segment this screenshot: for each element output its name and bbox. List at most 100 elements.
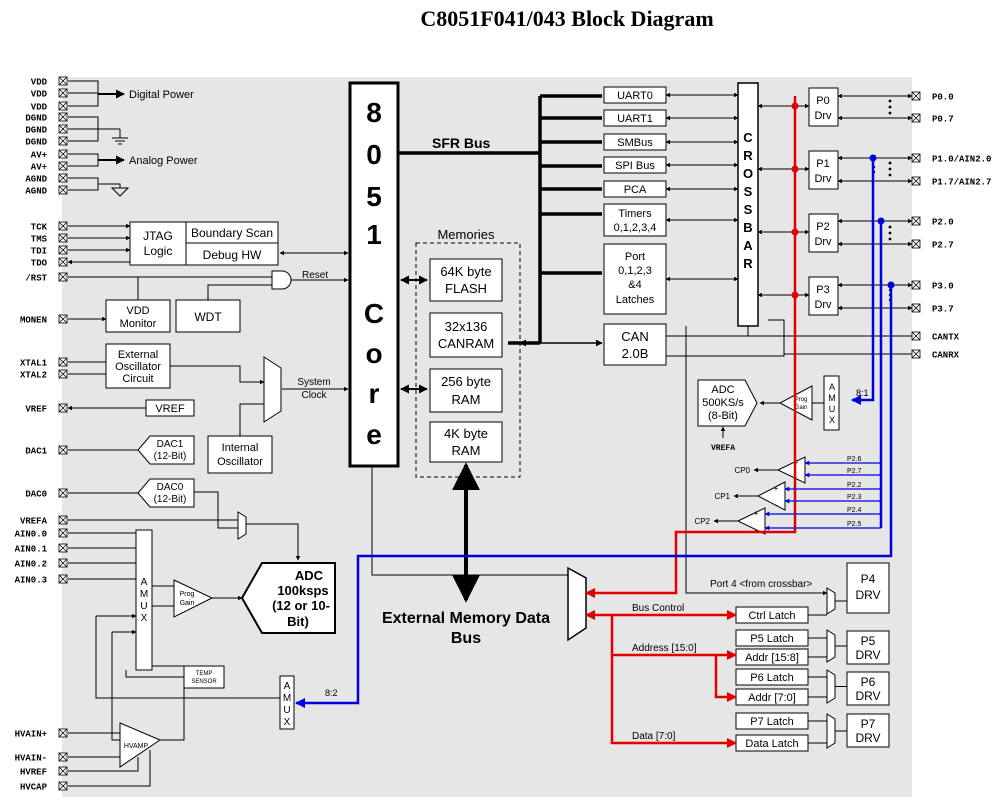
pin-label-dac1: DAC1 bbox=[25, 447, 47, 457]
pin-pad-cross bbox=[58, 149, 68, 159]
pin-label-hvref: HVREF bbox=[20, 768, 47, 778]
pin-label-tdo: TDO bbox=[31, 259, 48, 269]
boundary-scan-label: Boundary Scan bbox=[191, 226, 273, 240]
right-pin-column: P0.0P0.7P1.0/AIN2.0P1.7/AIN2.7P2.0P2.7P3… bbox=[911, 91, 991, 361]
drv-label-2: DRV bbox=[855, 689, 880, 703]
pin-label-ain01: AIN0.1 bbox=[15, 545, 48, 555]
adc12-prog-gain-amp bbox=[173, 579, 214, 618]
adc12-label-4: Bit) bbox=[287, 614, 309, 629]
core-memory-links bbox=[400, 275, 428, 394]
cp2-label: CP2 bbox=[694, 517, 710, 526]
amux-letter: A bbox=[829, 382, 835, 392]
core-letter: 0 bbox=[366, 139, 382, 170]
port-latches-label: Port bbox=[625, 251, 645, 263]
pin-label-hvainm: HVAIN- bbox=[15, 754, 47, 764]
pin-label-p27: P2.7 bbox=[932, 241, 954, 251]
blue-analog-lines bbox=[295, 158, 893, 708]
int-osc-label-2: Oscillator bbox=[217, 456, 263, 468]
core-letter: 1 bbox=[366, 219, 382, 250]
adc8-prog-gain-label-2: Gain bbox=[795, 405, 808, 411]
drv-label: P6 bbox=[861, 675, 876, 689]
latch-label-data: Data Latch bbox=[745, 738, 798, 750]
pin-label-monen: MONEN bbox=[20, 316, 47, 326]
ram256-label: 256 byte bbox=[441, 374, 491, 389]
ext-mem-bus-label: External Memory Data bbox=[382, 610, 550, 627]
vrefa-wires bbox=[68, 491, 301, 561]
red-bus-lines bbox=[585, 96, 797, 748]
comparator-pin-label: P2.5 bbox=[847, 521, 862, 528]
ext-osc-label-3: Circuit bbox=[122, 373, 153, 385]
pin-pad-cross bbox=[58, 136, 68, 146]
port-driver-label: P0 bbox=[816, 95, 829, 107]
pin-label-rst: /RST bbox=[25, 274, 47, 284]
ain-wires bbox=[68, 532, 280, 787]
core-letter: r bbox=[369, 378, 380, 409]
amux-letter: U bbox=[283, 705, 290, 716]
pin-label-tck: TCK bbox=[31, 223, 48, 233]
cp0-label: CP0 bbox=[734, 466, 750, 475]
peripheral-crossbar-links bbox=[665, 92, 739, 282]
amux-letter: X bbox=[829, 415, 835, 425]
pin-label-hvainp: HVAIN+ bbox=[15, 730, 47, 740]
pin-label-p37: P3.7 bbox=[932, 305, 954, 315]
pin-pad-cross bbox=[911, 349, 921, 359]
amux-letter: A bbox=[284, 681, 291, 692]
debug-hw-label: Debug HW bbox=[203, 248, 262, 262]
ram256-label-2: RAM bbox=[452, 392, 481, 407]
adc8-label-2: 500KS/s bbox=[702, 397, 744, 409]
port4-label: Port 4 <from crossbar> bbox=[710, 579, 812, 590]
pin-pad-cross bbox=[58, 272, 68, 282]
ext-osc-label: External bbox=[118, 349, 158, 361]
port-driver-label: P2 bbox=[816, 221, 829, 233]
system-clock-label-2: Clock bbox=[301, 390, 327, 401]
wdt-box bbox=[175, 299, 241, 333]
pin-label-cantx: CANTX bbox=[932, 333, 960, 343]
temp-sensor-label: TEMP bbox=[196, 671, 213, 677]
latch-label-ctrl: Ctrl Latch bbox=[748, 610, 795, 622]
uart1-label: UART1 bbox=[617, 113, 653, 125]
pin-pad-cross bbox=[58, 781, 68, 791]
pin-label-dgnd2: DGND bbox=[25, 126, 47, 136]
pin-pad-cross bbox=[911, 113, 921, 123]
ratio-82-label: 8:2 bbox=[325, 688, 338, 698]
canram-box bbox=[429, 312, 503, 358]
comparator-minus-sign: - bbox=[755, 525, 758, 535]
pin-pad-cross bbox=[911, 303, 921, 313]
pin-label-xtal2: XTAL2 bbox=[20, 371, 47, 381]
crossbar-letter: A bbox=[743, 238, 753, 253]
reset-label: Reset bbox=[302, 270, 328, 281]
vref-box-label: VREF bbox=[155, 403, 185, 415]
pin-label-canrx: CANRX bbox=[932, 351, 960, 361]
pin-pad-cross bbox=[58, 558, 68, 568]
pin-label-vref: VREF bbox=[25, 405, 47, 415]
comparator-plus-sign: + bbox=[774, 484, 779, 493]
pin-label-vdd3: VDD bbox=[31, 103, 48, 113]
ext-mem-bus-label-2: Bus bbox=[451, 630, 481, 647]
power-section bbox=[68, 80, 130, 197]
adc12-label-2: 100ksps bbox=[277, 583, 328, 598]
port-latches-label-2: 0,1,2,3 bbox=[618, 265, 652, 277]
drv-p7 bbox=[846, 713, 890, 748]
comparator-plus-sign: + bbox=[754, 509, 759, 518]
pin-label-agnd2: AGND bbox=[25, 187, 47, 197]
can-label: CAN bbox=[621, 329, 648, 344]
dac0-label: DAC0 bbox=[157, 482, 184, 493]
osc-wires bbox=[68, 361, 349, 436]
pin-label-vdd1: VDD bbox=[31, 78, 48, 88]
pin-pad-cross bbox=[58, 161, 68, 171]
comparator-blue-inputs: P2.6P2.7P2.2P2.3P2.4P2.5 bbox=[764, 456, 881, 531]
core-letter: e bbox=[366, 419, 382, 450]
comparator-pin-label: P2.6 bbox=[847, 456, 862, 463]
pin-label-dgnd1: DGND bbox=[25, 114, 47, 124]
dac0-box bbox=[137, 478, 195, 508]
drv-p5 bbox=[846, 630, 890, 665]
adc8-prog-gain-label: Prog bbox=[795, 397, 808, 403]
comparator-pin-label: P2.3 bbox=[847, 494, 862, 501]
latch-label-p7: P7 Latch bbox=[750, 716, 793, 728]
amux-letter: U bbox=[140, 601, 147, 612]
comparator-cp1 bbox=[756, 481, 786, 511]
